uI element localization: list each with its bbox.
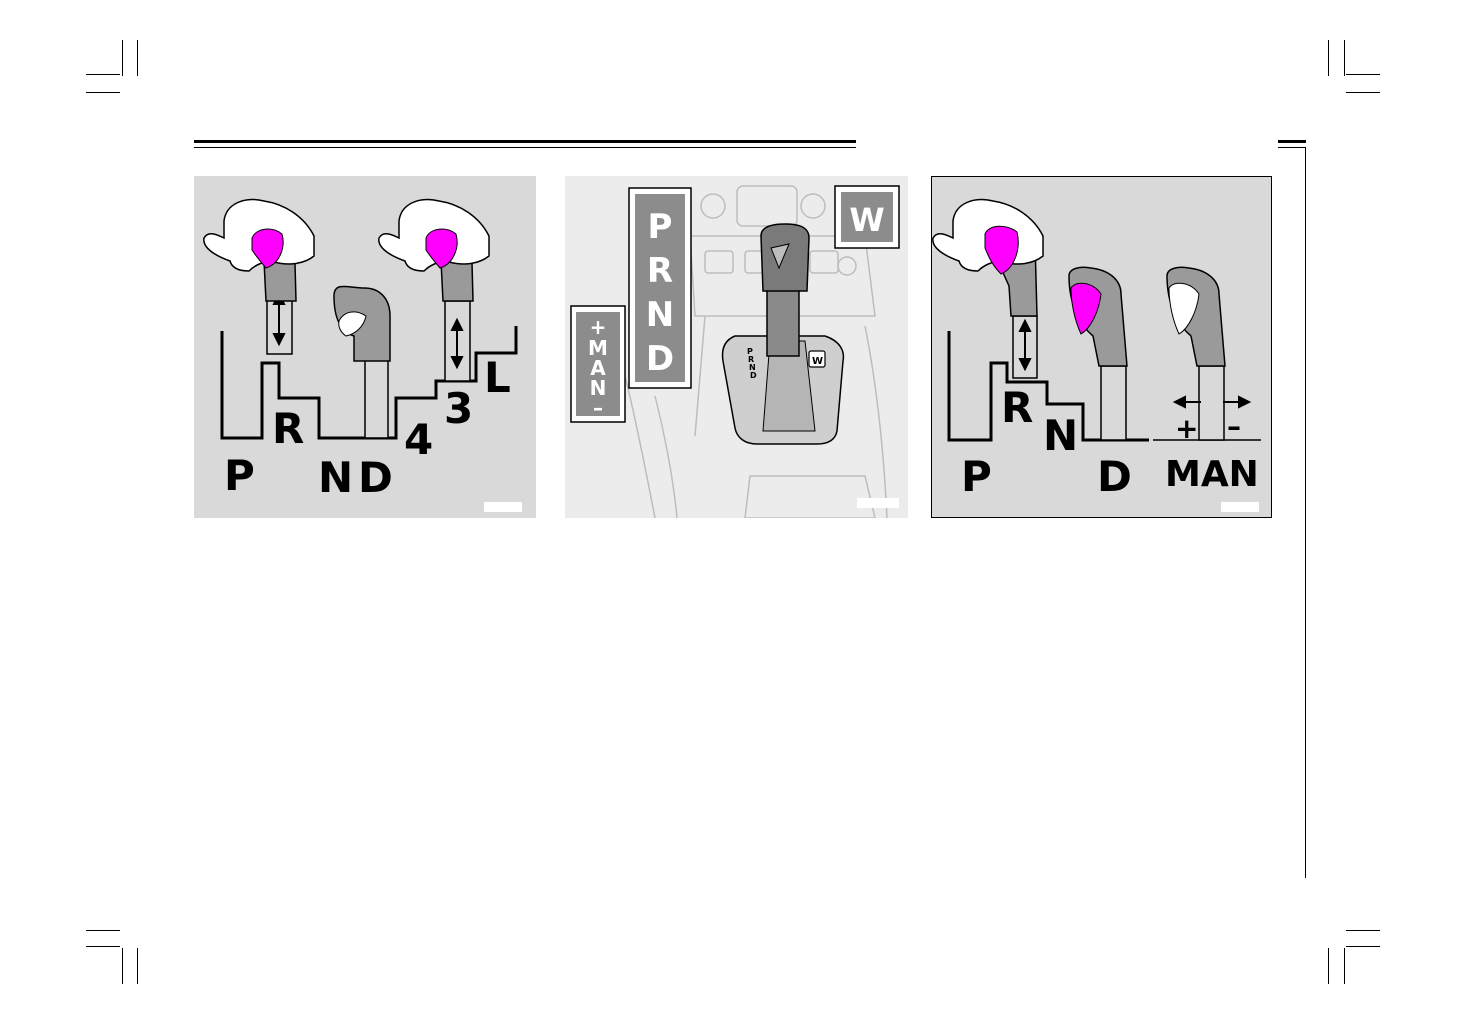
figure-ref-box: [857, 498, 899, 508]
plate-label-r: R: [647, 251, 673, 291]
gear-label-p: P: [961, 452, 992, 501]
console-mini-d: D: [750, 371, 757, 380]
lever-shaft-man: [1199, 366, 1224, 440]
plate-label-n: N: [646, 295, 674, 335]
console-w-label: W: [812, 356, 823, 367]
figure-gear-gate-manual: P R N D MAN + –: [931, 176, 1272, 518]
gear-label-4: 4: [404, 415, 433, 464]
figure-ref-box: [1221, 502, 1259, 512]
plate-label-minus: –: [593, 396, 603, 420]
gear-label-d: D: [358, 453, 393, 502]
gear-label-p: P: [224, 451, 255, 500]
header-rule-thin: [194, 147, 856, 148]
plate-label-d: D: [646, 339, 674, 379]
gear-label-r: R: [1001, 383, 1033, 432]
gear-label-r: R: [272, 404, 304, 453]
figure-gear-console: P R N D W P R N D + M A N – W: [565, 176, 908, 518]
gear-label-n: N: [318, 453, 353, 502]
lever-shaft: [767, 286, 799, 356]
gear-label-n: N: [1043, 411, 1078, 460]
manual-plus-label: +: [1175, 412, 1198, 445]
gear-label-l: L: [484, 353, 511, 402]
header-rule-thick: [194, 140, 856, 143]
lever-shaft-d: [1101, 366, 1126, 440]
figure-gear-gate-classic: P R N D 4 3 L: [194, 176, 536, 518]
right-tab-rule-thick: [1278, 140, 1306, 143]
gear-label-3: 3: [444, 384, 473, 433]
gear-label-d: D: [1097, 452, 1132, 501]
plate-label-p: P: [648, 207, 673, 247]
right-margin-rule: [1305, 148, 1306, 878]
winter-label: W: [849, 201, 884, 239]
gear-label-man: MAN: [1165, 454, 1259, 495]
gear-knob-icon: [761, 224, 809, 291]
manual-minus-label: –: [1227, 410, 1241, 443]
figure-ref-box: [484, 502, 522, 512]
right-tab-rule-thin: [1278, 147, 1306, 148]
